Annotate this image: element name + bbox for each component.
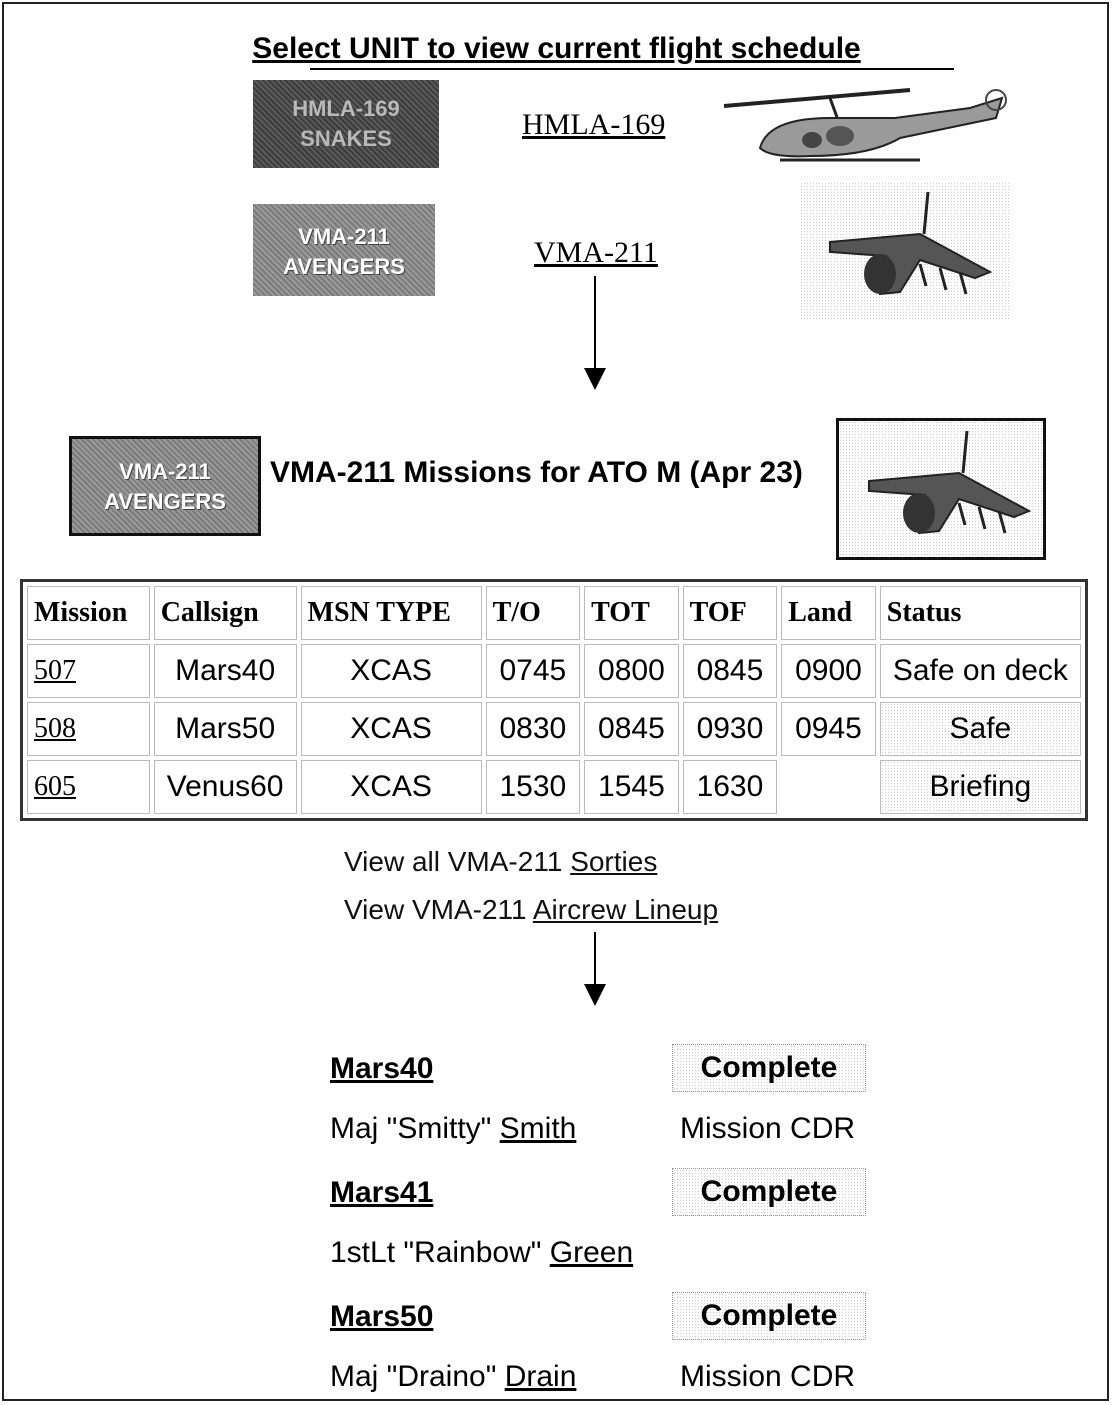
status-cell: Safe [879, 702, 1081, 756]
crew-member: Maj "Smitty" Smith [330, 1112, 576, 1146]
badge-line: VMA-211 [298, 224, 390, 249]
status-cell: Safe on deck [879, 644, 1081, 698]
table-header-row: Mission Callsign MSN TYPE T/O TOT TOF La… [27, 586, 1081, 640]
badge-line: SNAKES [300, 126, 392, 151]
mission-link[interactable]: 507 [27, 644, 150, 698]
callsign-cell: Mars50 [153, 702, 297, 756]
tof-cell: 1630 [682, 760, 778, 814]
land-cell [781, 760, 876, 814]
page-title: Select UNIT to view current flight sched… [252, 32, 861, 65]
crew-surname-link[interactable]: Drain [504, 1360, 577, 1393]
column-header: Land [781, 586, 876, 640]
harrier-jet-icon [836, 418, 1046, 560]
column-header: Callsign [153, 586, 297, 640]
column-header: TOF [682, 586, 778, 640]
vma-211-badge[interactable]: VMA-211 AVENGERS [253, 204, 435, 296]
badge-line: HMLA-169 [292, 96, 400, 121]
mission-link[interactable]: 605 [27, 760, 150, 814]
badge-line: VMA-211 [119, 459, 211, 484]
crew-rank-nickname: Maj "Draino" [330, 1360, 505, 1393]
land-cell: 0945 [781, 702, 876, 756]
flight-schedule-table: Mission Callsign MSN TYPE T/O TOT TOF La… [20, 579, 1088, 821]
column-header: MSN TYPE [300, 586, 482, 640]
tot-cell: 1545 [584, 760, 679, 814]
tot-cell: 0845 [584, 702, 679, 756]
sorties-line: View all VMA-211 Sorties [344, 846, 657, 878]
aircrew-lineup-link[interactable]: Aircrew Lineup [532, 894, 719, 925]
hmla-169-link[interactable]: HMLA-169 [522, 108, 666, 141]
sorties-prefix: View all VMA-211 [344, 846, 571, 877]
table-row: 507 Mars40 XCAS 0745 0800 0845 0900 Safe… [27, 644, 1081, 698]
helicopter-icon [720, 78, 1012, 168]
vma-211-badge: VMA-211 AVENGERS [69, 436, 261, 536]
hmla-169-badge[interactable]: HMLA-169 SNAKES [253, 80, 439, 168]
badge-line: AVENGERS [283, 254, 405, 279]
crew-rank-nickname: 1stLt "Rainbow" [330, 1236, 550, 1269]
tot-cell: 0800 [584, 644, 679, 698]
crew-surname-link[interactable]: Smith [499, 1112, 577, 1145]
column-header: Mission [27, 586, 150, 640]
lineup-line: View VMA-211 Aircrew Lineup [344, 894, 718, 926]
flow-arrow-head [584, 368, 606, 390]
harrier-jet-icon [800, 182, 1010, 320]
crew-surname-link[interactable]: Green [549, 1236, 634, 1269]
table-row: 508 Mars50 XCAS 0830 0845 0930 0945 Safe [27, 702, 1081, 756]
title-underline [310, 68, 954, 70]
crew-status-badge: Complete [672, 1292, 866, 1340]
column-header: Status [879, 586, 1081, 640]
msn-type-cell: XCAS [300, 760, 482, 814]
flow-arrow-shaft [594, 276, 596, 368]
tof-cell: 0845 [682, 644, 778, 698]
crew-role: Mission CDR [680, 1112, 856, 1145]
crew-callsign-link[interactable]: Mars40 [330, 1052, 434, 1085]
callsign-cell: Venus60 [153, 760, 297, 814]
missions-title: VMA-211 Missions for ATO M (Apr 23) [270, 456, 803, 489]
table-row: 605 Venus60 XCAS 1530 1545 1630 Briefing [27, 760, 1081, 814]
tof-cell: 0930 [682, 702, 778, 756]
vma-211-link[interactable]: VMA-211 [534, 236, 658, 269]
msn-type-cell: XCAS [300, 644, 482, 698]
mission-link[interactable]: 508 [27, 702, 150, 756]
crew-status-badge: Complete [672, 1168, 866, 1216]
lineup-prefix: View VMA-211 [344, 894, 533, 925]
flow-arrow-shaft [594, 932, 596, 984]
crew-member: Maj "Draino" Drain [330, 1360, 576, 1394]
crew-member: 1stLt "Rainbow" Green [330, 1236, 633, 1270]
crew-status-badge: Complete [672, 1044, 866, 1092]
column-header: TOT [584, 586, 679, 640]
takeoff-cell: 1530 [485, 760, 581, 814]
callsign-cell: Mars40 [153, 644, 297, 698]
badge-line: AVENGERS [104, 489, 226, 514]
msn-type-cell: XCAS [300, 702, 482, 756]
crew-callsign-link[interactable]: Mars41 [330, 1176, 434, 1209]
crew-rank-nickname: Maj "Smitty" [330, 1112, 500, 1145]
sorties-link[interactable]: Sorties [570, 846, 658, 877]
status-cell: Briefing [879, 760, 1081, 814]
flow-arrow-head [584, 984, 606, 1006]
crew-callsign-link[interactable]: Mars50 [330, 1300, 434, 1333]
column-header: T/O [485, 586, 581, 640]
takeoff-cell: 0830 [485, 702, 581, 756]
crew-role: Mission CDR [680, 1360, 856, 1393]
land-cell: 0900 [781, 644, 876, 698]
takeoff-cell: 0745 [485, 644, 581, 698]
